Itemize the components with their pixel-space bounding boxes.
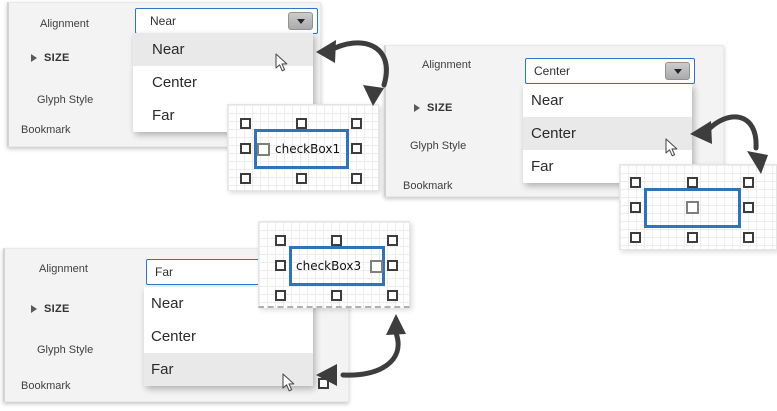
selection-handle[interactable] [331, 235, 342, 246]
selection-handle[interactable] [275, 290, 286, 301]
glyph-style-label: Glyph Style [37, 344, 94, 356]
selection-handle[interactable] [630, 232, 641, 243]
connector-arrow-far [316, 314, 406, 386]
selection-handle[interactable] [743, 177, 754, 188]
expand-arrow-icon [31, 54, 37, 62]
selection-handle[interactable] [630, 202, 641, 213]
size-group-row[interactable]: SIZE [31, 303, 70, 315]
dropdown-item-near[interactable]: Near [531, 92, 564, 109]
connector-arrow-center [690, 114, 768, 174]
selection-handle[interactable] [687, 177, 698, 188]
selection-handle[interactable] [687, 232, 698, 243]
dropdown-item-far[interactable]: Far [531, 158, 554, 175]
selection-handle[interactable] [351, 118, 362, 129]
arrow-pointer-icon [275, 53, 288, 72]
glyph-style-label: Glyph Style [37, 94, 94, 106]
dropdown-item-center[interactable]: Center [523, 117, 692, 150]
selection-handle[interactable] [275, 235, 286, 246]
alignment-label: Alignment [39, 263, 88, 275]
alignment-combobox[interactable]: Near [135, 8, 318, 34]
selection-handle[interactable] [296, 118, 307, 129]
checkbox-control[interactable] [644, 188, 741, 228]
selection-handle[interactable] [743, 202, 754, 213]
size-group-row[interactable]: SIZE [414, 102, 453, 114]
size-group-row[interactable]: SIZE [31, 52, 70, 64]
dropdown-item-near[interactable]: Near [151, 295, 184, 312]
glyph-style-label: Glyph Style [410, 140, 467, 152]
checkbox-glyph-icon[interactable] [257, 143, 270, 156]
selection-handle[interactable] [351, 143, 362, 154]
design-surface-near[interactable]: checkBox1 [227, 104, 379, 191]
combobox-value: Near [150, 14, 177, 28]
combobox-value: Far [155, 265, 173, 279]
selection-handle[interactable] [240, 173, 251, 184]
checkbox-control[interactable] [289, 246, 385, 286]
selection-handle[interactable] [387, 235, 398, 246]
size-group-label: SIZE [44, 303, 70, 315]
selection-handle[interactable] [743, 232, 754, 243]
alignment-label: Alignment [40, 18, 89, 30]
arrow-pointer-icon [665, 138, 678, 157]
size-group-label: SIZE [427, 102, 453, 114]
checkbox-control-label: checkBox3 [296, 259, 362, 273]
design-surface-center[interactable] [619, 164, 777, 250]
checkbox-glyph-icon[interactable] [370, 260, 383, 273]
selection-handle[interactable] [275, 260, 286, 271]
expand-arrow-icon [414, 104, 420, 112]
selection-handle[interactable] [331, 290, 342, 301]
selection-handle[interactable] [296, 173, 307, 184]
arrow-pointer-icon [282, 373, 295, 392]
alignment-combobox[interactable]: Center [525, 58, 695, 84]
design-surface-far[interactable]: checkBox3 [258, 221, 410, 308]
chevron-down-icon [673, 68, 682, 74]
form-resize-handle[interactable] [318, 378, 329, 389]
expand-arrow-icon [31, 305, 37, 313]
alignment-label: Alignment [422, 59, 471, 71]
dropdown-item-center[interactable]: Center [151, 328, 197, 345]
checkbox-control-label: checkBox1 [275, 142, 341, 156]
bookmark-label: Bookmark [403, 180, 453, 192]
combobox-dropdown-button[interactable] [288, 12, 313, 30]
selection-handle[interactable] [240, 143, 251, 154]
dropdown-item-center[interactable]: Center [152, 74, 198, 91]
selection-handle[interactable] [240, 118, 251, 129]
chevron-down-icon [296, 18, 305, 24]
combobox-dropdown-button[interactable] [665, 62, 690, 80]
checkbox-control[interactable] [254, 129, 349, 169]
selection-handle[interactable] [387, 290, 398, 301]
size-group-label: SIZE [44, 52, 70, 64]
selection-handle[interactable] [630, 177, 641, 188]
bookmark-label: Bookmark [21, 124, 71, 136]
combobox-value: Center [534, 64, 571, 78]
selection-handle[interactable] [387, 260, 398, 271]
checkbox-glyph-icon[interactable] [686, 201, 699, 214]
connector-arrow-near [316, 40, 389, 106]
selection-handle[interactable] [351, 173, 362, 184]
dropdown-item-far[interactable]: Far [152, 107, 175, 124]
bookmark-label: Bookmark [21, 380, 71, 392]
